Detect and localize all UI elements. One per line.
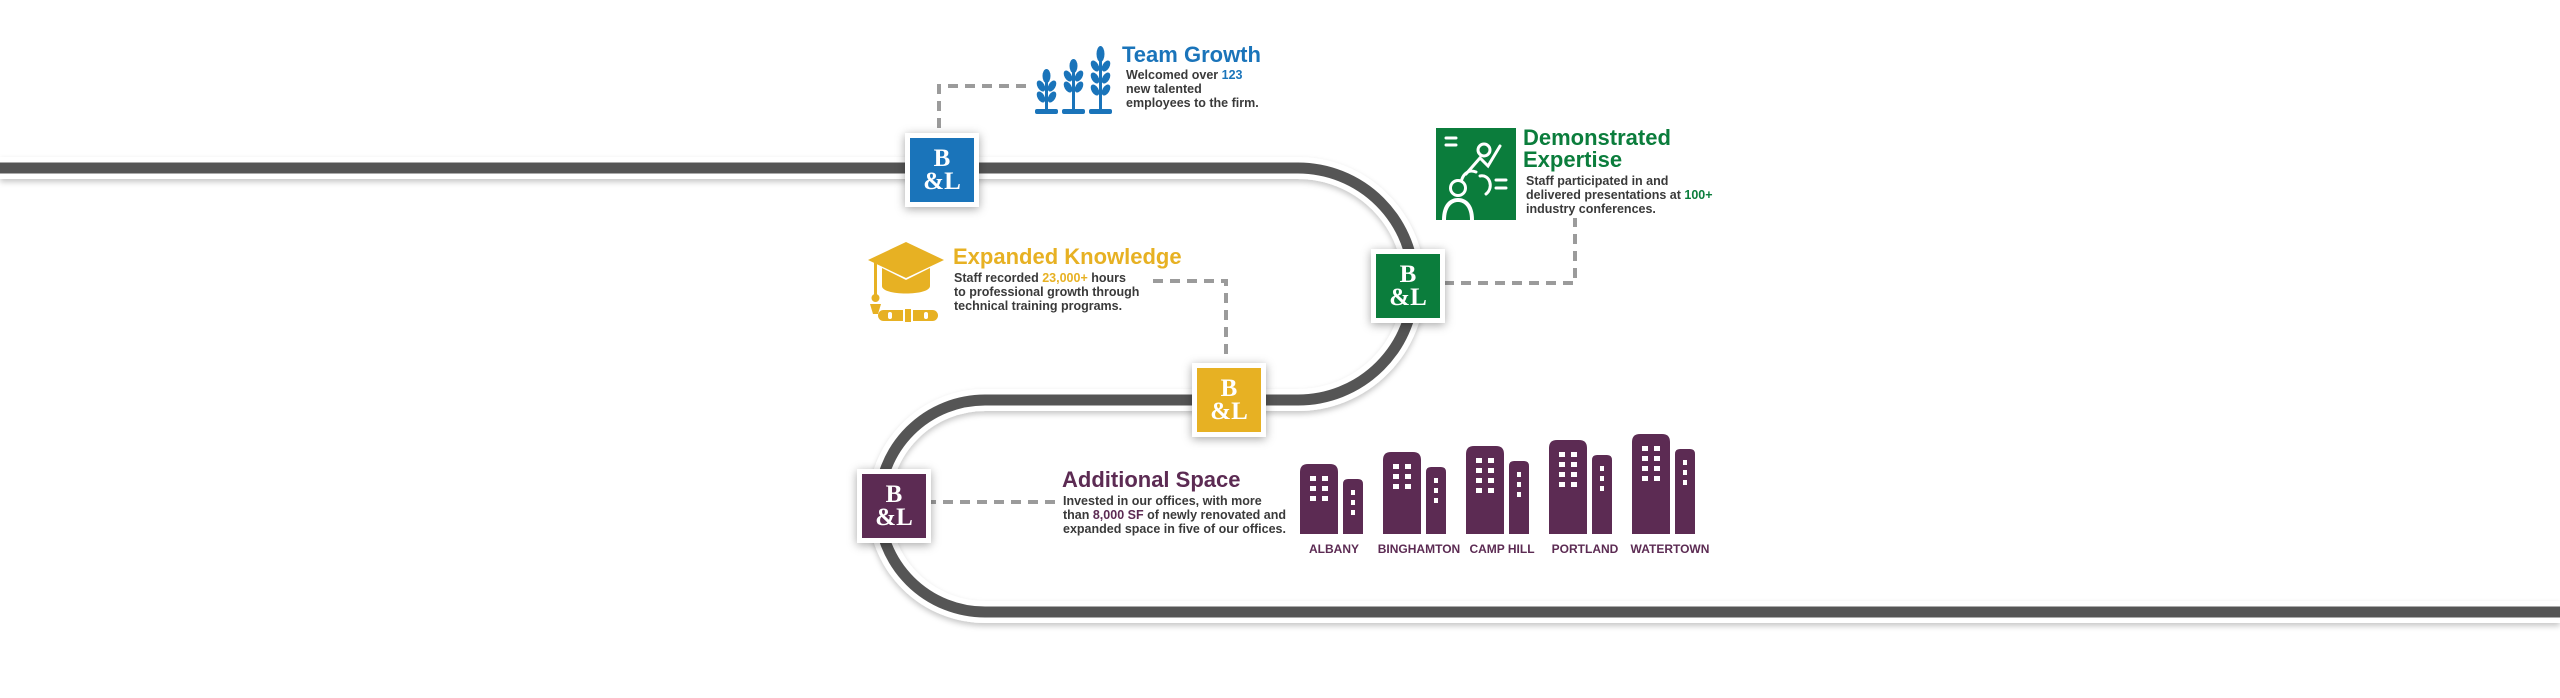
connector-expertise (1444, 218, 1577, 285)
office-label-watertown: WATERTOWN (1630, 542, 1710, 556)
expertise-title: Demonstrated Expertise (1523, 125, 1671, 172)
team-growth-title: Team Growth (1122, 42, 1261, 67)
bl-logo-badge-gold: B&L (1192, 363, 1266, 437)
team-growth-description: Welcomed over 123 new talented employees… (1126, 68, 1259, 110)
presenter-board-icon (1436, 128, 1516, 220)
office-buildings-icon (1300, 434, 1695, 534)
office-label-camp-hill: CAMP HILL (1469, 542, 1535, 556)
graduation-cap-diploma-icon (868, 242, 944, 324)
knowledge-title: Expanded Knowledge (953, 244, 1182, 269)
additional-space-description: Invested in our offices, with more than … (1063, 494, 1286, 536)
knowledge-value: 23,000+ (1042, 271, 1088, 285)
plant-sprouts-icon (1035, 46, 1112, 114)
connector-team-growth (937, 84, 1030, 128)
expertise-description: Staff participated in and delivered pres… (1526, 174, 1713, 216)
expertise-value: 100+ (1684, 188, 1713, 202)
knowledge-description: Staff recorded 23,000+ hours to professi… (954, 271, 1140, 313)
bl-logo-badge-blue: B&L (905, 133, 979, 207)
office-label-albany: ALBANY (1309, 542, 1359, 556)
office-label-binghamton: BINGHAMTON (1377, 542, 1461, 556)
connector-knowledge (1153, 279, 1228, 358)
office-label-portland: PORTLAND (1551, 542, 1619, 556)
additional-space-title: Additional Space (1062, 467, 1241, 492)
team-growth-value: 123 (1221, 68, 1243, 82)
bl-logo-badge-green: B&L (1371, 249, 1445, 323)
bl-logo-badge-plum: B&L (857, 469, 931, 543)
additional-space-value: 8,000 SF (1092, 508, 1144, 522)
